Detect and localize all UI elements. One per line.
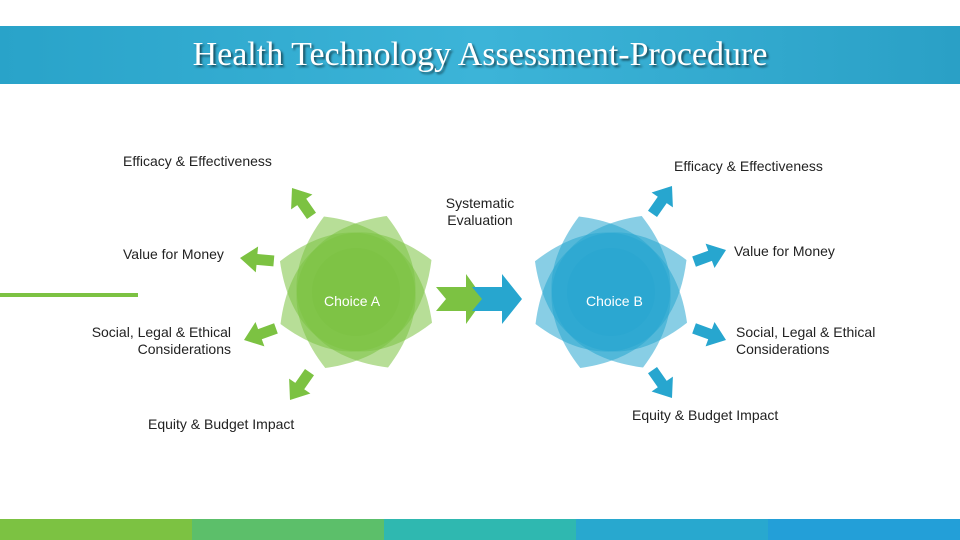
choice-b-flower	[534, 215, 688, 369]
bottom-bar-segment-1	[0, 519, 192, 540]
choice-b-equity-arrow-icon	[648, 367, 673, 398]
choice-b-social-line1: Social, Legal & Ethical	[736, 324, 876, 340]
choice-a-equity-arrow-icon	[289, 369, 314, 400]
choice-a-label: Choice A	[324, 293, 381, 309]
choice-b-label: Choice B	[586, 293, 643, 309]
center-line1: Systematic	[445, 195, 515, 211]
choice-a-social-line2: Considerations	[137, 341, 231, 357]
systematic-evaluation-label: Systematic Evaluation	[420, 195, 540, 229]
choice-b-flower-core	[567, 248, 655, 336]
choice-b-social-label: Social, Legal & Ethical Considerations	[736, 324, 875, 358]
page-title: Health Technology Assessment-Procedure	[192, 36, 768, 73]
choice-b-value-arrow-icon	[692, 243, 726, 268]
choice-a-equity-label: Equity & Budget Impact	[148, 416, 295, 432]
center-line2: Evaluation	[447, 212, 513, 228]
bottom-bar-segment-4	[576, 519, 768, 540]
title-bar: Health Technology Assessment-Procedure	[0, 26, 960, 84]
choice-b-efficacy-arrow-icon	[648, 186, 673, 217]
choice-b-efficacy-label: Efficacy & Effectiveness	[674, 158, 823, 174]
center-green-arrow-icon	[436, 274, 484, 324]
choice-b-social-arrow-icon	[692, 322, 726, 347]
bottom-bar-segment-3	[384, 519, 576, 540]
choice-a-social-label: Social, Legal & Ethical Considerations	[60, 324, 231, 358]
choice-b-equity-label: Equity & Budget Impact	[632, 407, 779, 423]
choice-a-efficacy-label: Efficacy & Effectiveness	[123, 153, 272, 169]
center-blue-arrow-icon	[472, 274, 522, 324]
choice-a-flower-core	[312, 248, 400, 336]
accent-line	[0, 293, 138, 297]
bottom-bar-segment-2	[192, 519, 384, 540]
choice-a-social-line1: Social, Legal & Ethical	[91, 324, 231, 340]
choice-a-value-label: Value for Money	[123, 246, 224, 262]
bottom-color-bar	[0, 519, 960, 540]
choice-b-social-line2: Considerations	[736, 341, 830, 357]
bottom-bar-segment-5	[768, 519, 960, 540]
choice-a-flower	[279, 215, 433, 369]
choice-b-value-label: Value for Money	[734, 243, 835, 259]
choice-a-value-arrow-icon	[240, 246, 275, 273]
choice-a-efficacy-arrow-icon	[291, 188, 316, 219]
choice-a-social-arrow-icon	[244, 322, 278, 347]
